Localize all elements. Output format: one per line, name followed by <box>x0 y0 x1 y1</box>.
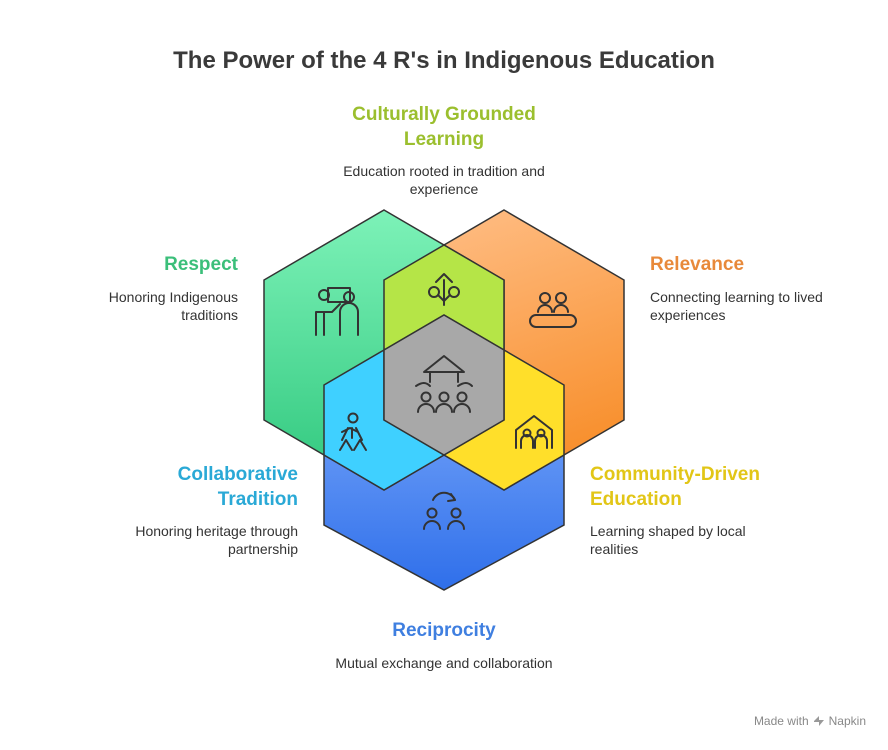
culturally-grounded-label: Culturally Grounded Learning <box>352 104 536 150</box>
made-with-text: Made with <box>753 714 809 728</box>
napkin-logo-icon <box>813 716 824 726</box>
sprout-house-icon <box>428 273 460 306</box>
culturally-grounded-description: Education rooted in tradition and experi… <box>343 163 545 197</box>
collaborative-label: Collaborative Tradition <box>177 464 298 510</box>
center-overlap <box>383 314 505 456</box>
reciprocity-label: Reciprocity <box>392 620 496 641</box>
made-with-napkin[interactable]: Made with Napkin <box>754 714 866 728</box>
page-title: The Power of the 4 R's in Indigenous Edu… <box>173 47 715 74</box>
napkin-brand-text: Napkin <box>828 714 866 728</box>
people-dancing-icon <box>339 412 367 451</box>
respect-description: Honoring Indigenous traditions <box>108 289 238 323</box>
teacher-presenting-icon <box>315 287 359 336</box>
respect-label: Respect <box>164 254 238 275</box>
reciprocity-description: Mutual exchange and collaboration <box>335 655 553 671</box>
people-at-table-icon <box>529 292 577 328</box>
collaborative-description: Honoring heritage through partnership <box>135 523 298 557</box>
community-description: Learning shaped by local realities <box>590 523 746 557</box>
people-exchange-icon <box>423 491 465 530</box>
family-house-icon <box>515 415 553 449</box>
community-gathering-icon <box>415 355 473 413</box>
community-label: Community-Driven Education <box>590 464 760 510</box>
relevance-label: Relevance <box>650 254 745 275</box>
relevance-description: Connecting learning to lived experiences <box>650 289 823 323</box>
